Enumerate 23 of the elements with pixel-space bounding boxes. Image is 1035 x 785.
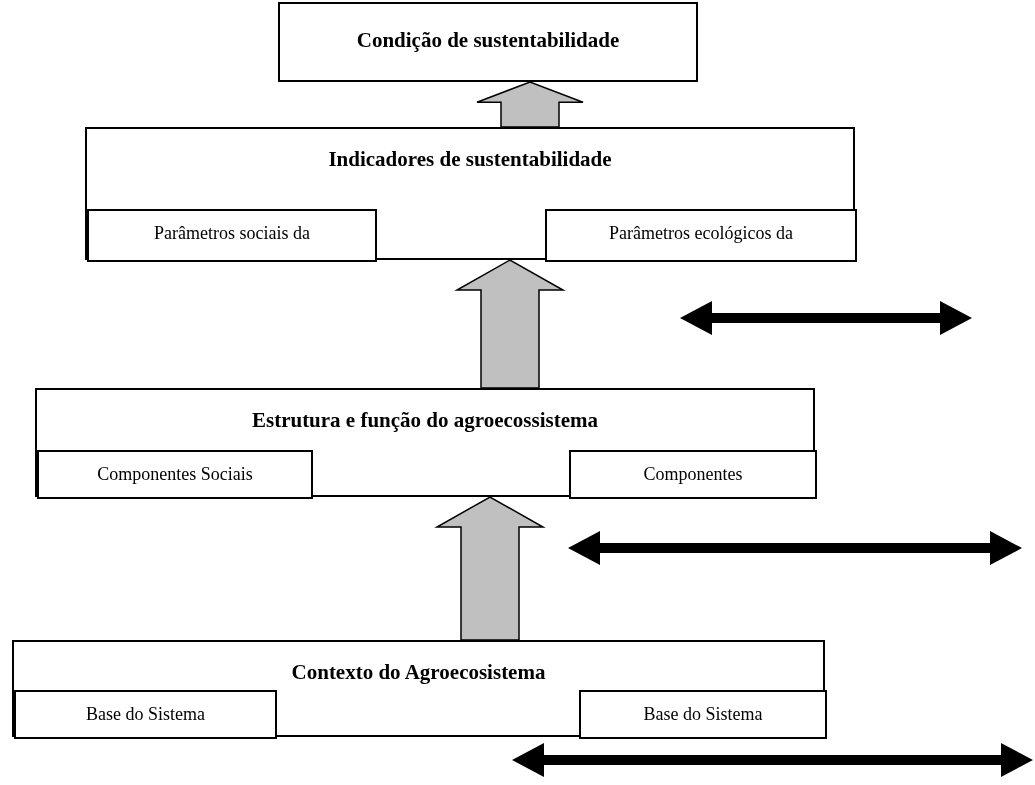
stage-title: Indicadores de sustentabilidade [327,146,613,172]
block-arrow [434,496,546,641]
component-label: Parâmetros ecológicos da [608,222,794,244]
stage-box [278,2,698,82]
component-box [14,690,277,739]
stage-title: Condição de sustentabilidade [355,27,621,53]
component-box [37,450,313,499]
component-box [545,209,857,262]
component-label: Base do Sistema [642,703,764,725]
component-box [569,450,817,499]
component-label: Componentes Sociais [96,463,254,485]
stage-box [85,127,855,260]
stage-title: Contexto do Agroecosistema [290,659,547,685]
block-arrow [454,259,566,389]
stage-title: Estrutura e função do agroecossistema [250,407,600,433]
block-arrow [476,81,584,128]
component-label: Base do Sistema [85,703,206,725]
component-label: Componentes [642,463,744,485]
stage-box [35,388,815,497]
component-box [579,690,827,739]
component-label: Parâmetros sociais da [153,222,311,244]
component-box [87,209,377,262]
stage-box [12,640,825,737]
